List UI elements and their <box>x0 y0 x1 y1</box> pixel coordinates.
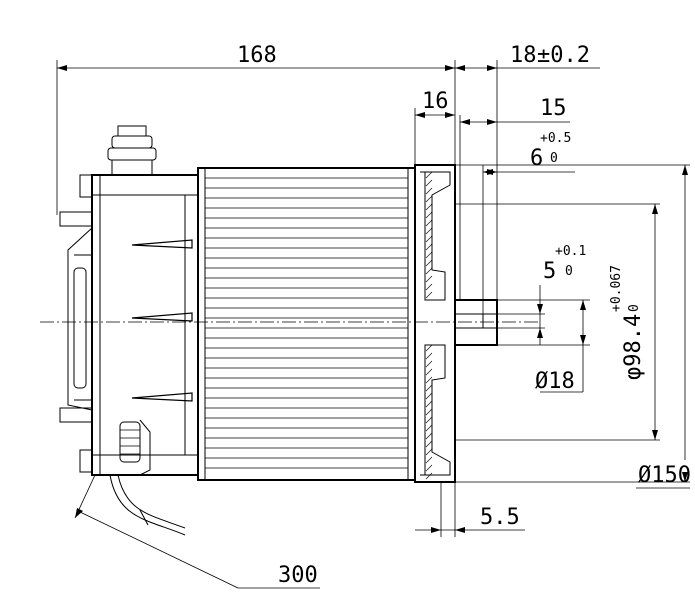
spigot-diameter-group: φ98.4 +0.067 0 <box>609 265 646 380</box>
key-width-tol-upper: +0.1 <box>555 244 586 259</box>
hatch-line <box>425 211 433 219</box>
cable-length-label: 300 <box>278 563 318 588</box>
hatch-line <box>425 219 433 227</box>
hatch-line <box>425 187 433 195</box>
arrowheads <box>57 65 688 533</box>
hatch-line <box>425 243 433 251</box>
hatch-line <box>425 416 433 424</box>
cable <box>109 474 186 536</box>
motor-body <box>59 125 416 481</box>
hatch-line <box>425 432 433 440</box>
hatch-line <box>425 251 433 259</box>
front-offset-tolerance: ±0.2 <box>537 43 590 68</box>
hatch-line <box>425 472 433 480</box>
front-offset-label: 18 <box>510 43 537 68</box>
hatch-line <box>425 376 433 384</box>
hatch-line <box>425 171 433 179</box>
key-position-tol-upper: +0.5 <box>540 131 571 146</box>
section-hatching <box>425 171 433 480</box>
front-flange <box>414 164 498 483</box>
key-position-tol-lower: 0 <box>550 151 558 166</box>
hatch-line <box>425 456 433 464</box>
hatch-line <box>425 195 433 203</box>
spigot-diameter-label: φ98.4 <box>621 314 646 380</box>
hatch-line <box>425 392 433 400</box>
hatch-line <box>425 275 433 283</box>
hatch-line <box>425 424 433 432</box>
hatch-line <box>425 400 433 408</box>
hatch-line <box>425 179 433 187</box>
hatch-line <box>425 440 433 448</box>
hatch-line <box>425 360 433 368</box>
spigot-tol-upper: +0.067 <box>609 265 624 312</box>
dimension-lines <box>56 60 690 589</box>
flange-thickness-label: 5.5 <box>480 505 520 530</box>
hatch-line <box>425 235 433 243</box>
hatch-line <box>425 352 433 360</box>
hatch-line <box>425 384 433 392</box>
hatch-line <box>425 283 433 291</box>
key-width-label: 5 <box>543 259 556 284</box>
shaft-diameter-label: Ø18 <box>535 369 575 394</box>
hatch-line <box>425 344 433 352</box>
stator-fins <box>205 177 408 469</box>
key-position-label: 6 <box>530 146 543 171</box>
hatch-line <box>425 203 433 211</box>
overall-length-label: 168 <box>237 43 277 68</box>
hatch-line <box>425 291 433 299</box>
shaft-length-label: 15 <box>540 96 567 121</box>
hatch-line <box>425 408 433 416</box>
hatch-line <box>425 267 433 275</box>
hatch-line <box>425 448 433 456</box>
hatch-line <box>425 368 433 376</box>
hatch-line <box>425 259 433 267</box>
key-width-tol-lower: 0 <box>565 264 573 279</box>
shaft-step-label: 16 <box>422 89 449 114</box>
hatch-line <box>425 464 433 472</box>
spigot-tol-lower: 0 <box>627 304 642 312</box>
hatch-line <box>425 227 433 235</box>
body-diameter-label: Ø150 <box>638 463 691 488</box>
